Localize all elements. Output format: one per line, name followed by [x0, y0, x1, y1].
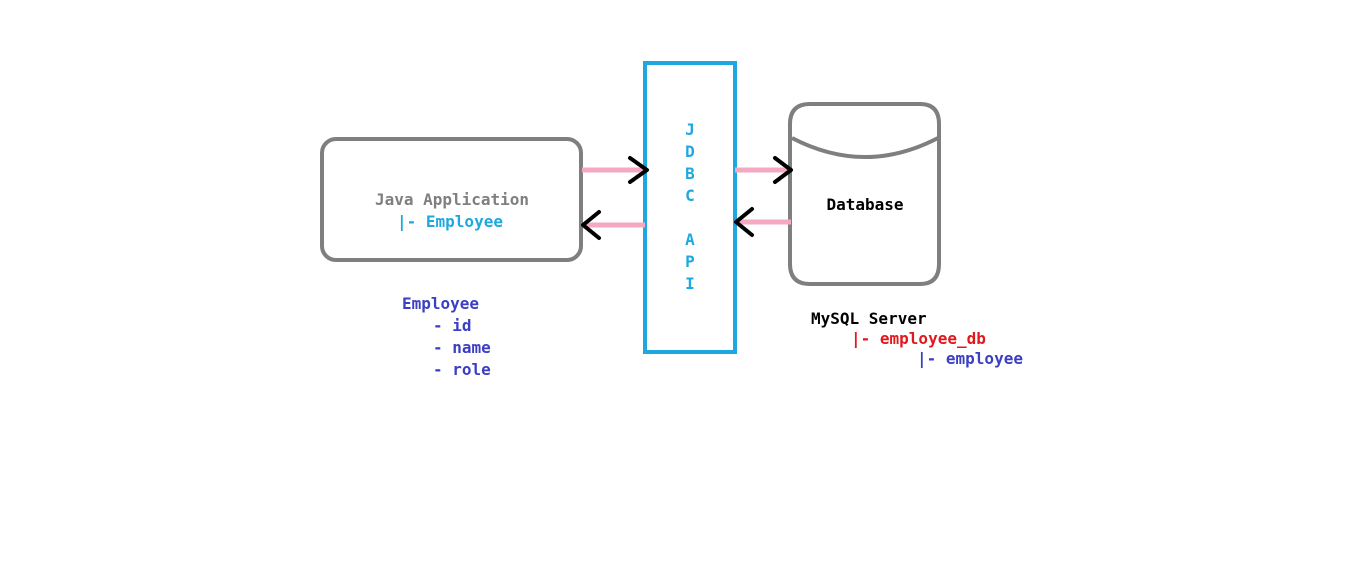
arrow-jdbc-to-app	[581, 210, 645, 240]
mysql-server-label: MySQL Server	[811, 309, 927, 328]
database-cylinder	[788, 102, 941, 286]
jdbc-letter: A	[685, 230, 695, 249]
employee-title: Employee	[402, 294, 480, 313]
java-application-box	[320, 137, 583, 262]
employee-table-label: |- employee	[917, 349, 1023, 368]
arrow-jdbc-to-db	[735, 156, 793, 184]
jdbc-letter: D	[685, 142, 695, 161]
jdbc-api-box	[643, 61, 737, 354]
jdbc-letter: I	[685, 274, 695, 293]
jdbc-letter: C	[685, 186, 695, 205]
java-application-employee-label: |- Employee	[397, 212, 503, 231]
employee-field: - id	[433, 316, 472, 335]
employee-field: - name	[433, 338, 491, 357]
arrow-db-to-jdbc	[734, 207, 791, 237]
java-application-label: Java Application	[374, 190, 530, 209]
arrow-app-to-jdbc	[582, 156, 649, 184]
employee-field: - role	[433, 360, 491, 379]
jdbc-letter: J	[685, 120, 695, 139]
jdbc-letter: P	[685, 252, 695, 271]
database-label: Database	[826, 195, 904, 214]
employee-db-label: |- employee_db	[851, 329, 986, 348]
jdbc-letter: B	[685, 164, 695, 183]
